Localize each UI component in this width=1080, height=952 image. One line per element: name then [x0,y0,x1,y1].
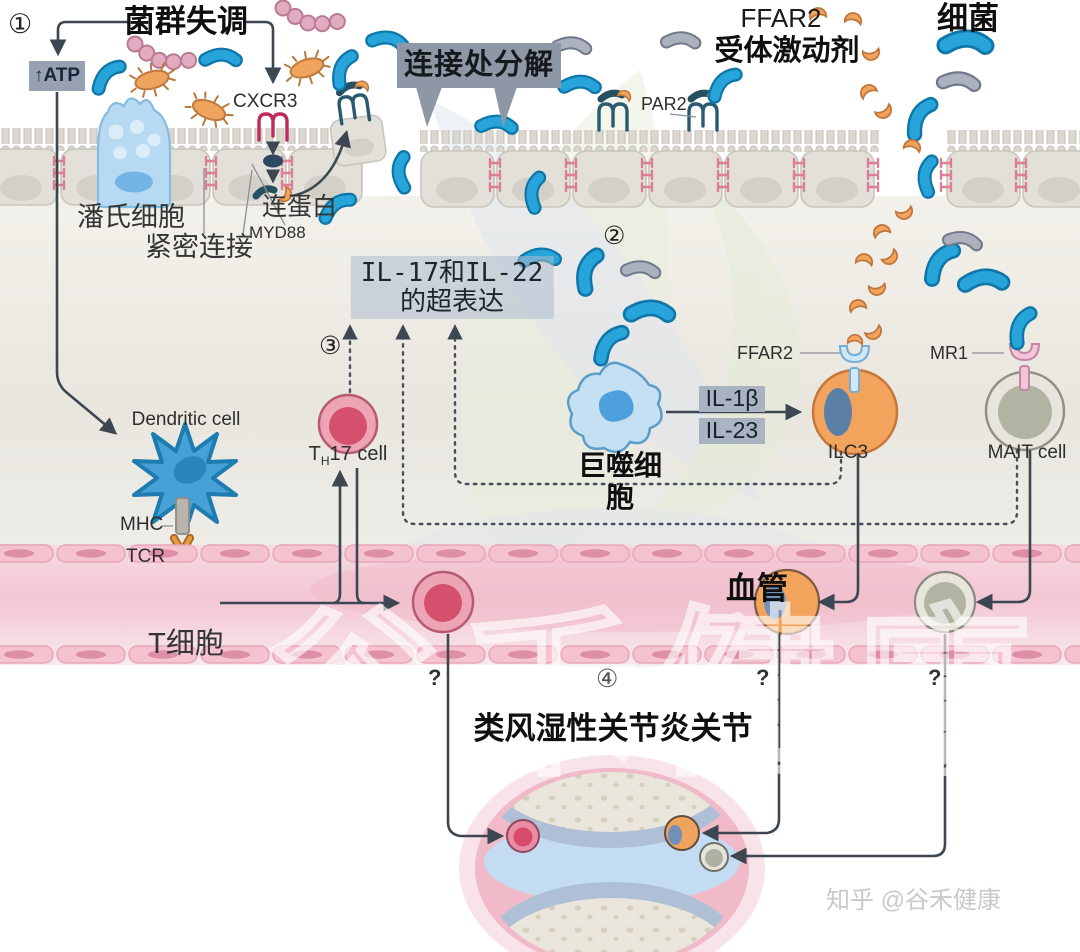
il-overexpression-line1: IL-17和IL-22 [360,258,544,288]
ra-joint-title: 类风湿性关节炎关节 [473,711,753,746]
zonulin-label: 连蛋白 [262,193,338,221]
ra-joint [459,755,765,952]
ffar2-receptor-label: FFAR2 [737,343,794,363]
macrophage-label: 巨噬细 胞 [578,450,662,514]
myd88-label: MYD88 [249,223,306,242]
step-1-badge: ① [8,9,33,39]
blood-vessel-band [0,544,1080,665]
paneth-cell [96,97,172,209]
il23-label-box: IL-23 [699,418,765,444]
question-mark-1: ? [428,665,442,690]
zonulin-icon [252,185,295,205]
mait-cell-in-vessel [913,570,977,634]
label-pointer-lines [162,113,1004,559]
mr1-receptor-icon [1010,312,1039,391]
blood-vessel-label: 血管 [726,571,788,606]
th17-cell-label: TH17 cell [309,443,388,468]
par2-label: PAR2 [641,94,687,114]
dysbiosis-title: 菌群失调 [124,4,248,39]
th17-cell [317,393,379,455]
question-mark-3: ? [928,665,942,690]
cxcr3-label: CXCR3 [233,91,298,112]
t-cell-label: T细胞 [148,628,224,660]
ilc3-cell-in-joint [664,815,700,851]
il-overexpression-box: IL-17和IL-22 的超表达 [350,256,554,320]
mait-cell [984,370,1066,452]
macrophage-label-line1: 巨噬细 [577,450,663,481]
ilc3-cell-in-vessel [753,568,821,636]
endothelium-bottom [0,645,1080,664]
ilc3-label: ILC3 [827,442,869,463]
dislodged-cell [329,77,387,167]
mait-cell-label: MAIT cell [987,442,1067,463]
mhc-label: MHC [120,514,164,535]
il1b-label-box: IL-1β [699,386,765,412]
ffar2-agonist-title-line1: FFAR2 [740,3,822,33]
junction-breakdown-pointer [416,87,442,127]
macrophage-cell [566,361,663,454]
credit-watermark: 知乎 @谷禾健康 [826,887,1002,914]
intestinal-epithelium [0,77,1080,208]
watermark-text: 谷禾健康 [261,592,1046,799]
endothelium-top [0,544,1080,563]
dendritic-cell-label: Dendritic cell [131,409,241,430]
mait-cell-in-joint [699,842,729,872]
step-3-badge: ③ [319,332,342,360]
question-mark-2: ? [756,665,770,690]
junction-breakdown-callout: 连接处分解 [397,43,561,88]
th17-label-prefix: T [308,443,321,465]
ffar2-receptor-icon [838,333,871,393]
macrophage-label-line2: 胞 [605,482,635,514]
dashed-arrows [342,324,1019,526]
atp-label-box: ↑ATP [29,61,85,91]
th17-label-sub: H [320,454,330,468]
step-2-badge: ② [603,222,626,250]
junction-breakdown-pointer [494,87,517,127]
paneth-cell-label: 潘氏细胞 [77,202,185,232]
ffar2-agonist-title-line2: 受体激动剂 [714,35,860,67]
mhc-icon [175,497,190,535]
step-4-badge: ④ [596,665,619,693]
th17-cell-in-vessel [411,570,475,634]
flow-arrows [49,20,1032,865]
th17-cell-in-joint [506,819,540,853]
myd88-cascade [263,141,283,184]
tight-junction-label: 紧密连接 [145,232,253,262]
th17-label-suffix: 17 cell [329,443,388,465]
il-overexpression-line2: 的超表达 [399,286,505,317]
tcr-label: TCR [126,546,166,567]
bacteria-title: 细菌 [937,1,999,36]
mr1-label: MR1 [930,343,969,363]
